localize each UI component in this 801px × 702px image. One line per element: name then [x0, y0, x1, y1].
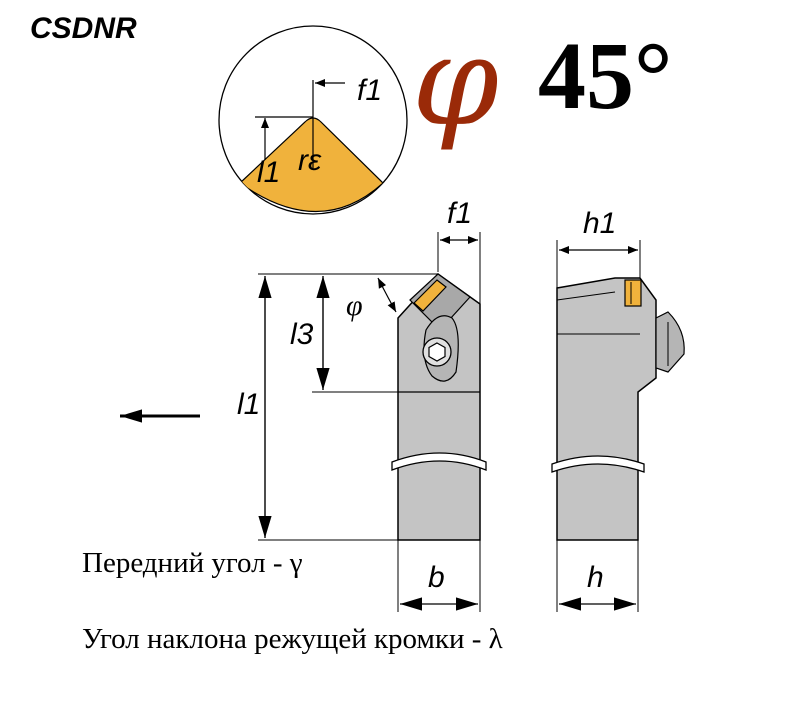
front-phi-label: φ — [346, 289, 363, 322]
side-holder-body — [556, 277, 657, 541]
hex-socket-icon — [428, 342, 446, 362]
front-l1-label: l1 — [237, 388, 260, 421]
tool-code-label: CSDNR — [30, 12, 137, 45]
front-l3-label: l3 — [290, 318, 314, 351]
phi-symbol: φ — [412, 10, 499, 154]
detail-l1-label: l1 — [257, 156, 280, 189]
insert-nose-shape — [239, 117, 384, 213]
side-insert — [624, 279, 642, 307]
rake-angle-text: Передний угол - γ — [82, 547, 303, 579]
insert-detail: f1 l1 rε — [218, 25, 408, 215]
front-view: l1 l3 φ f1 b — [120, 197, 487, 612]
detail-r-epsilon-label: rε — [298, 144, 322, 177]
front-phi-arc — [377, 277, 397, 313]
front-b-label: b — [428, 561, 445, 594]
side-clamp — [655, 311, 685, 373]
inclination-angle-text: Угол наклона режущей кромки - λ — [82, 623, 503, 655]
side-break-mark — [551, 455, 645, 473]
detail-f1-label: f1 — [357, 74, 382, 107]
front-f1-label: f1 — [447, 197, 472, 230]
side-view: h1 h — [551, 207, 685, 612]
side-h-label: h — [587, 561, 604, 594]
front-insert — [413, 279, 447, 312]
front-break-mark — [391, 452, 487, 471]
side-h1-label: h1 — [583, 207, 616, 240]
angle-value: 45° — [538, 22, 673, 129]
